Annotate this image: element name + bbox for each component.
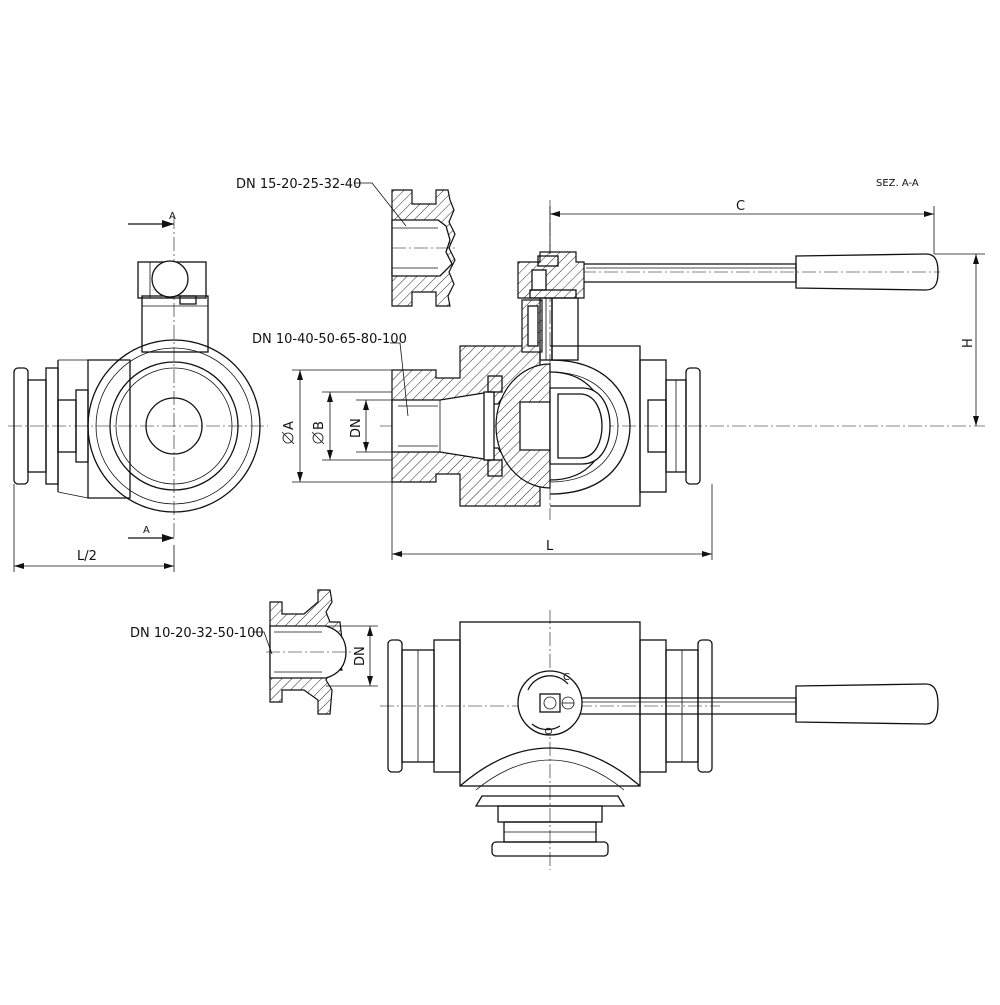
side-view [8,215,268,540]
section-mark-bottom: A [143,525,150,536]
dimension-DN-bottom: DN [326,625,378,687]
dimension-dia-A: A [281,369,392,483]
dimension-H: H [934,253,985,426]
dimension-DN: DN [349,399,392,453]
front-view: C O [380,610,939,870]
callout-inlet-bottom: DN 10-20-32-50-100 [130,626,273,655]
dimension-dia-A-label: A [282,421,297,430]
callout-inlet-bottom-label: DN 10-20-32-50-100 [130,626,264,641]
callout-inlet-top-label: DN 15-20-25-32-40 [236,177,361,192]
dimension-L-label: L [546,539,554,554]
callout-inlet-mid-label: DN 10-40-50-65-80-100 [252,332,407,347]
dimension-H-label: H [961,338,976,348]
dimension-DN-label: DN [349,418,364,438]
dimension-DN-bottom-label: DN [353,646,368,666]
dimension-L-half-label: L/2 [77,549,97,564]
dimension-L: L [391,482,713,560]
indicator-pos-O: O [544,727,555,735]
dimension-C: C [549,199,935,254]
section-mark-top: A [169,211,176,222]
inlet-detail-bottom [266,589,352,715]
dimension-dia-B: B [311,391,392,461]
dimension-C-label: C [736,199,745,214]
dimension-dia-B-label: B [312,421,327,430]
dimension-L-half: L/2 [13,484,175,572]
section-arrow-bottom: A [128,525,174,542]
section-title: SEZ. A-A [876,178,919,189]
main-section-view [380,200,985,520]
indicator-pos-C: C [563,672,570,683]
callout-inlet-mid: DN 10-40-50-65-80-100 [252,332,409,417]
callout-inlet-top: DN 15-20-25-32-40 [236,177,407,227]
inlet-detail-top [391,189,458,307]
section-arrow-top: A [128,211,176,228]
